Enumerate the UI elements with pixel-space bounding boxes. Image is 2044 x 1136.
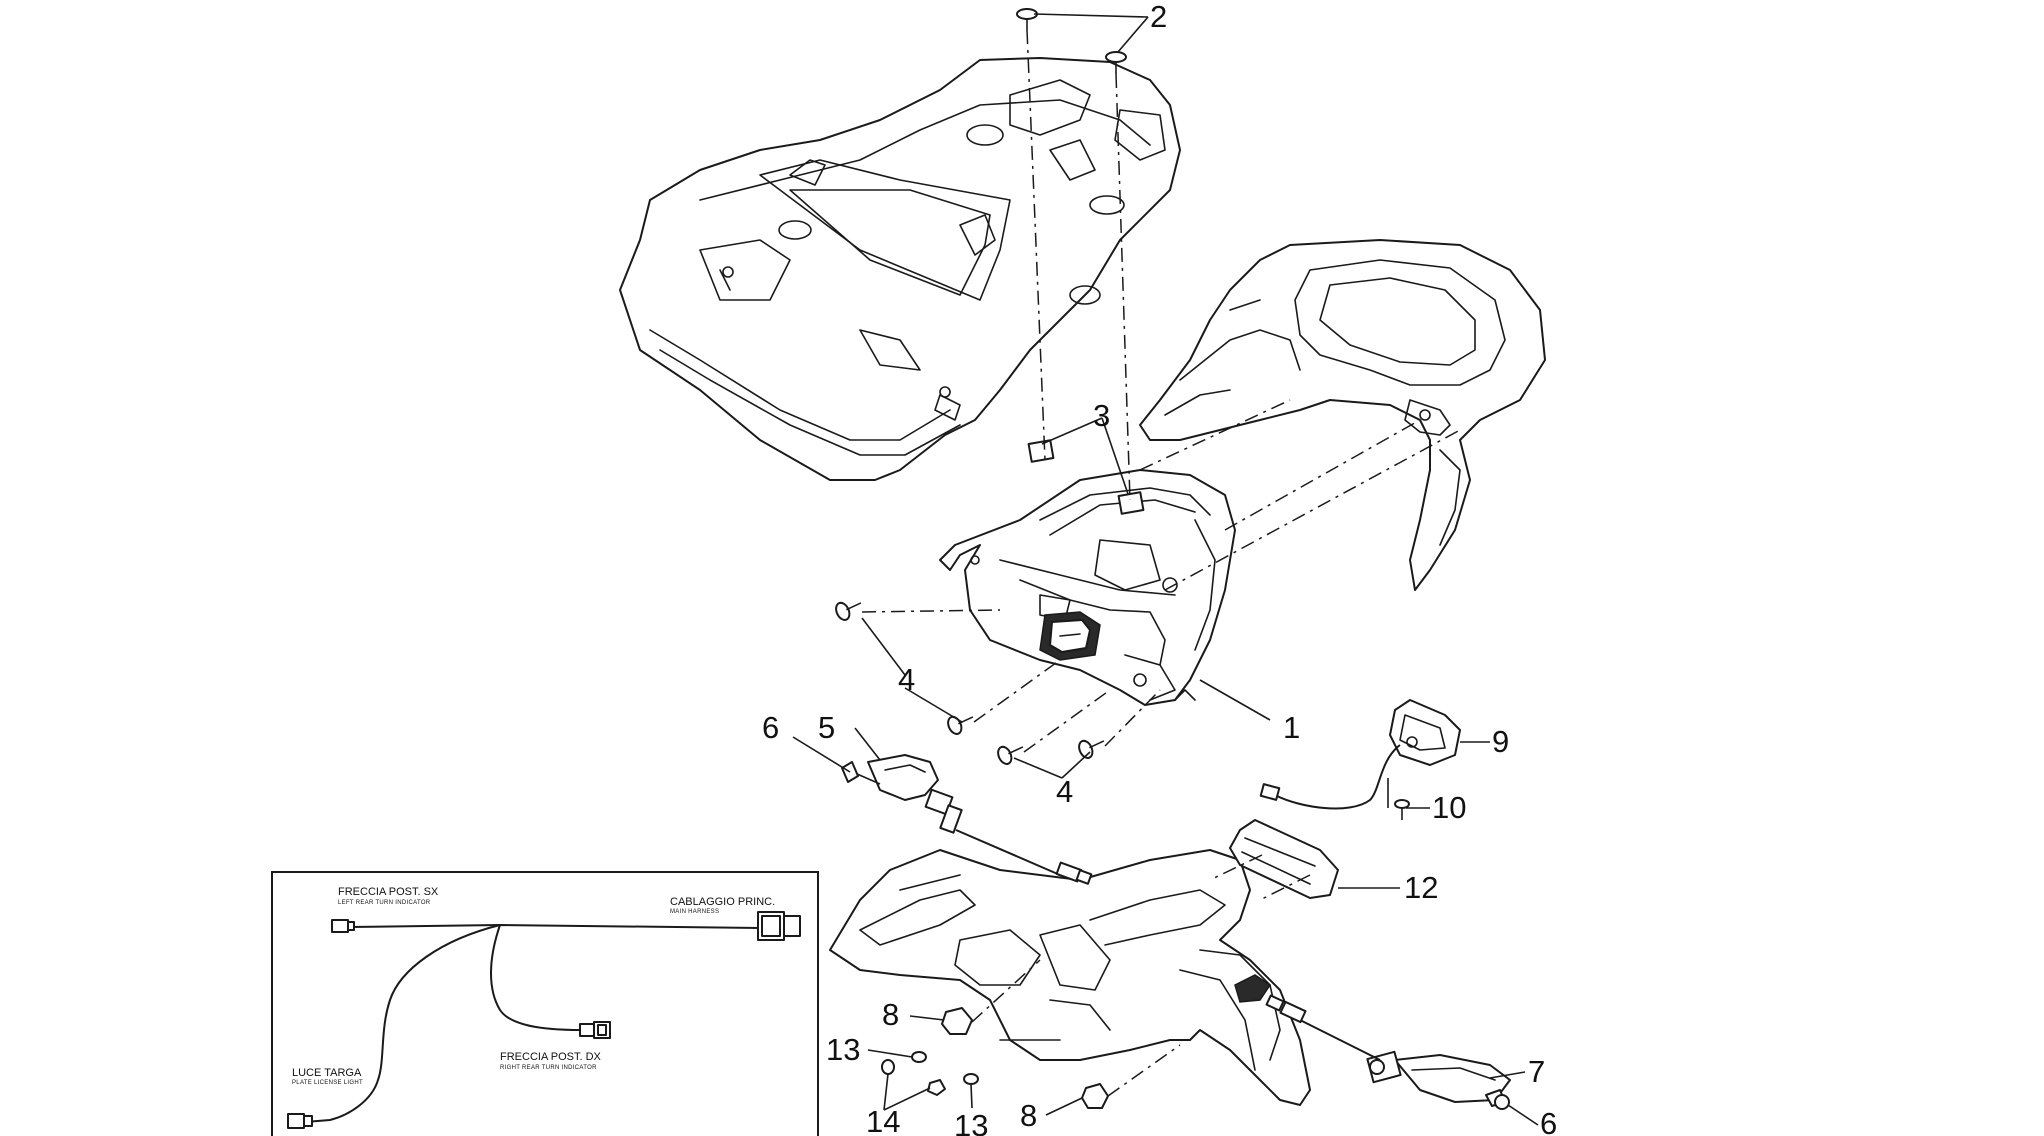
label-plate-light: LUCE TARGA [292, 1067, 362, 1079]
callout-6-b: 6 [1540, 1106, 1557, 1136]
underseat-tray [619, 57, 1181, 481]
callout-1: 1 [1283, 710, 1300, 745]
callout-13-b: 13 [954, 1108, 988, 1136]
callout-7: 7 [1528, 1054, 1545, 1089]
wiring-harness-inset: FRECCIA POST. SX LEFT REAR TURN INDICATO… [271, 871, 819, 1136]
callout-9: 9 [1492, 724, 1509, 759]
callout-8-a: 8 [882, 997, 899, 1032]
plate-light [1259, 699, 1461, 810]
tail-light-unit [939, 469, 1236, 706]
left-indicator-connector [331, 919, 349, 933]
callout-4-b: 4 [1056, 774, 1073, 809]
callout-8-b: 8 [1020, 1098, 1037, 1133]
label-left-indicator-en: LEFT REAR TURN INDICATOR [338, 900, 431, 906]
left-rear-indicator [841, 754, 1093, 885]
label-right-indicator: FRECCIA POST. DX [500, 1051, 602, 1063]
callout-2: 2 [1150, 0, 1167, 34]
plate-holder [829, 849, 1311, 1106]
label-main-harness: CABLAGGIO PRINC. [670, 896, 775, 908]
label-right-indicator-en: RIGHT REAR TURN INDICATOR [500, 1065, 597, 1071]
label-main-harness-en: MAIN HARNESS [670, 909, 719, 915]
callout-5: 5 [818, 710, 835, 745]
reflector [1229, 819, 1339, 899]
label-plate-light-en: PLATE LICENSE LIGHT [292, 1080, 363, 1086]
callout-6-a: 6 [762, 710, 779, 745]
callout-4-a: 4 [898, 662, 915, 697]
callout-3: 3 [1093, 398, 1110, 433]
callout-12: 12 [1404, 870, 1438, 905]
callout-13-a: 13 [826, 1032, 860, 1067]
right-indicator-connector [579, 1023, 595, 1037]
plate-light-connector [287, 1113, 305, 1129]
callout-14: 14 [866, 1104, 900, 1136]
callout-10: 10 [1432, 790, 1466, 825]
assembly-lines [861, 29, 1461, 1097]
inset-frame [271, 871, 819, 1136]
tail-fairing [1139, 239, 1546, 591]
label-left-indicator: FRECCIA POST. SX [338, 886, 439, 898]
leader-lines [792, 13, 1539, 1126]
